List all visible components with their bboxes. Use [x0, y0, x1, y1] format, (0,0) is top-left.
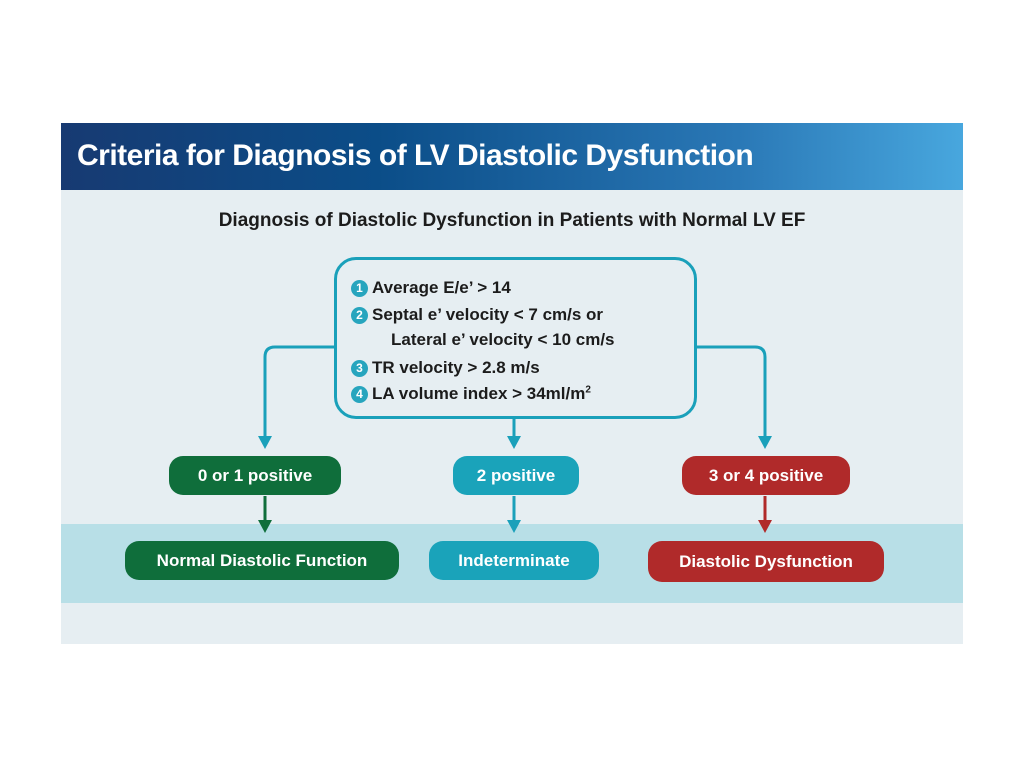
diagram-subtitle: Diagnosis of Diastolic Dysfunction in Pa…	[218, 210, 806, 231]
arrowhead-center	[507, 436, 521, 449]
criterion-2-line2: Lateral e’ velocity < 10 cm/s	[391, 330, 615, 349]
connector-left	[263, 345, 335, 441]
page-title: Criteria for Diagnosis of LV Diastolic D…	[77, 139, 754, 172]
connector-right	[693, 345, 767, 441]
outcome-normal: Normal Diastolic Function	[125, 541, 399, 580]
number-badge-icon: 2	[351, 307, 368, 324]
arrowhead-left	[258, 436, 272, 449]
header-bar: Criteria for Diagnosis of LV Diastolic D…	[61, 123, 963, 190]
outcome-dysfunction: Diastolic Dysfunction	[648, 541, 884, 582]
number-badge-icon: 4	[351, 386, 368, 403]
arrowhead-red	[758, 520, 772, 533]
number-badge-icon: 1	[351, 280, 368, 297]
count-pill-0-1: 0 or 1 positive	[169, 456, 341, 495]
connectors	[258, 345, 772, 533]
count-pill-3-4: 3 or 4 positive	[682, 456, 850, 495]
arrowhead-right	[758, 436, 772, 449]
arrowhead-teal	[507, 520, 521, 533]
outcome-indeterminate: Indeterminate	[429, 541, 599, 580]
number-badge-icon: 3	[351, 360, 368, 377]
arrowhead-green	[258, 520, 272, 533]
count-pill-2: 2 positive	[453, 456, 579, 495]
diagram-panel: Criteria for Diagnosis of LV Diastolic D…	[61, 123, 963, 644]
